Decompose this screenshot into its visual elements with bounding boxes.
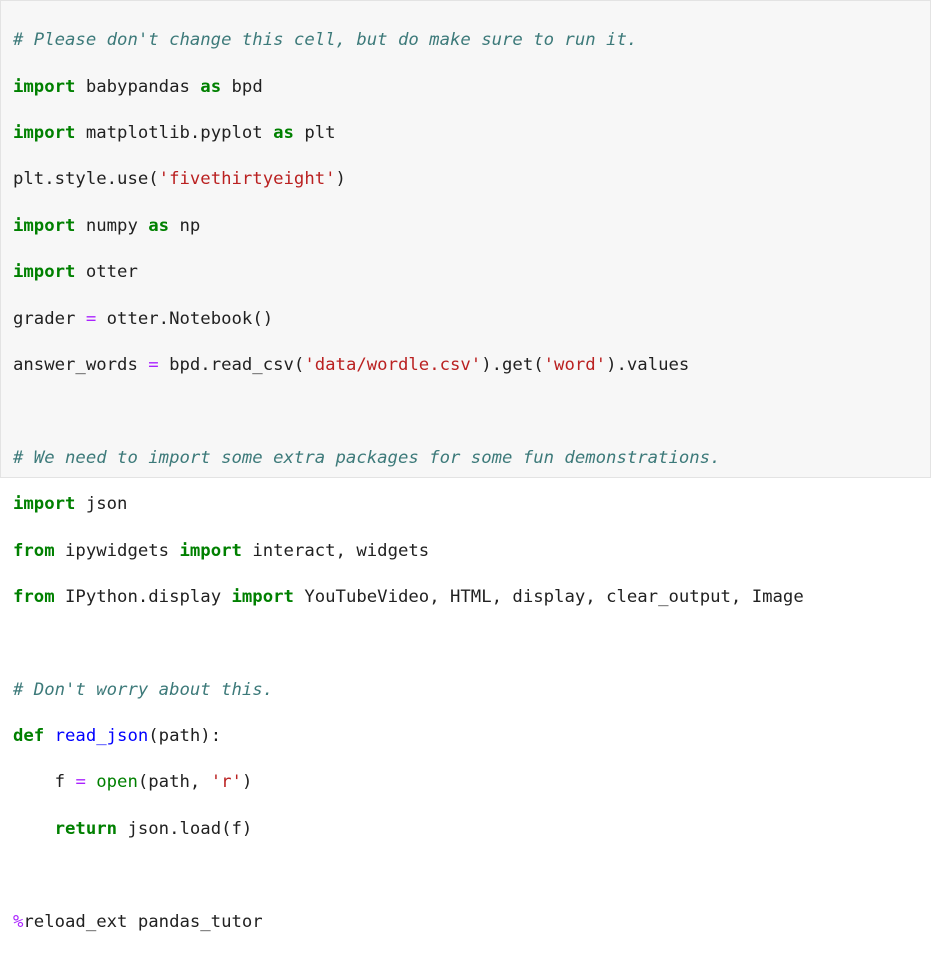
code-text: f — [13, 772, 76, 793]
keyword-import: import — [13, 494, 76, 515]
module-name: numpy — [75, 215, 149, 236]
magic-prefix: % — [13, 911, 24, 932]
code-line-16: def read_json(path): — [13, 725, 804, 748]
code-text: answer_words — [13, 354, 149, 375]
string-literal: 'data/wordle.csv' — [304, 354, 482, 375]
keyword-as: as — [148, 215, 170, 236]
string-literal: 'r' — [210, 772, 242, 793]
code-text: grader — [13, 308, 86, 329]
assign-operator: = — [75, 772, 86, 793]
keyword-as: as — [200, 76, 222, 97]
comment: # Please don't change this cell, but do … — [13, 30, 638, 51]
code-line-6: import otter — [13, 261, 804, 284]
code-line-12: from ipywidgets import interact, widgets — [13, 540, 804, 563]
code-line-18: return json.load(f) — [13, 818, 804, 841]
code-text — [13, 819, 55, 839]
string-literal: 'word' — [543, 354, 607, 375]
imported-names: YouTubeVideo, HTML, display, clear_outpu… — [293, 586, 804, 607]
keyword-import: import — [231, 586, 294, 607]
code-line-19 — [13, 864, 804, 887]
code-line-14 — [13, 632, 804, 655]
code-text — [44, 726, 54, 746]
module-name: json — [75, 494, 128, 515]
keyword-import: import — [13, 76, 76, 97]
comment: # Don't worry about this. — [13, 679, 274, 700]
code-line-7: grader = otter.Notebook() — [13, 308, 804, 331]
assign-operator: = — [148, 354, 159, 375]
keyword-import: import — [13, 122, 76, 143]
code-line-4: plt.style.use('fivethirtyeight') — [13, 168, 804, 191]
code-line-1: # Please don't change this cell, but do … — [13, 29, 804, 52]
code-text: bpd.read_csv( — [158, 354, 305, 375]
string-literal: 'fivethirtyeight' — [158, 169, 336, 190]
comment: # We need to import some extra packages … — [13, 447, 721, 468]
builtin-function: open — [96, 772, 138, 793]
code-line-10: # We need to import some extra packages … — [13, 447, 804, 470]
alias-name: np — [169, 215, 201, 236]
code-text: ) — [335, 169, 346, 190]
code-text: ).values — [606, 354, 690, 375]
code-text: ).get( — [481, 354, 544, 375]
module-name: otter — [75, 262, 138, 283]
code-cell[interactable]: # Please don't change this cell, but do … — [0, 0, 931, 932]
imported-names: interact, widgets — [241, 540, 430, 561]
keyword-import: import — [179, 540, 242, 561]
keyword-from: from — [13, 540, 55, 561]
module-name: matplotlib.pyplot — [75, 122, 274, 143]
code-line-3: import matplotlib.pyplot as plt — [13, 122, 804, 145]
code-text — [86, 772, 96, 792]
code-text: ) — [241, 772, 253, 793]
module-name: IPython.display — [54, 586, 232, 607]
keyword-import: import — [13, 215, 76, 236]
assign-operator: = — [85, 308, 97, 329]
code-text: json.load(f) — [117, 818, 253, 839]
keyword-as: as — [273, 122, 294, 143]
code-line-9 — [13, 400, 804, 423]
code-line-2: import babypandas as bpd — [13, 76, 804, 99]
keyword-def: def — [13, 726, 45, 747]
code-text: (path, — [137, 772, 211, 793]
code-line-15: # Don't worry about this. — [13, 679, 804, 702]
module-name: ipywidgets — [54, 540, 180, 561]
code-text: otter.Notebook() — [96, 308, 274, 329]
code-line-11: import json — [13, 493, 804, 516]
function-name: read_json — [54, 726, 149, 747]
magic-command: reload_ext pandas_tutor — [23, 911, 263, 932]
code-line-5: import numpy as np — [13, 215, 804, 238]
code-editor[interactable]: # Please don't change this cell, but do … — [13, 6, 804, 956]
keyword-from: from — [13, 586, 55, 607]
alias-name: bpd — [221, 76, 263, 97]
code-line-8: answer_words = bpd.read_csv('data/wordle… — [13, 354, 804, 377]
code-line-13: from IPython.display import YouTubeVideo… — [13, 586, 804, 609]
module-name: babypandas — [75, 76, 201, 97]
code-line-17: f = open(path, 'r') — [13, 771, 804, 794]
alias-name: plt — [293, 122, 336, 143]
code-line-20: %reload_ext pandas_tutor — [13, 911, 804, 934]
keyword-import: import — [13, 262, 76, 283]
code-text: plt.style.use( — [13, 169, 159, 190]
keyword-return: return — [54, 818, 118, 839]
code-text: (path): — [148, 726, 222, 747]
